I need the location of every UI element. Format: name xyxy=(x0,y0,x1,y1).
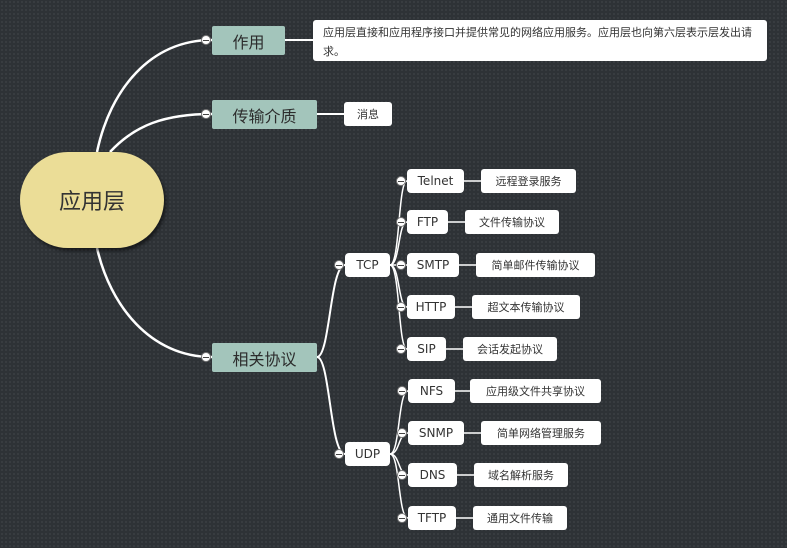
collapse-toggle-icon[interactable] xyxy=(201,35,211,45)
protocol-telnet-desc[interactable]: 远程登录服务 xyxy=(481,169,576,193)
collapse-toggle-icon[interactable] xyxy=(334,260,344,270)
edge-root-protocols xyxy=(95,247,213,359)
protocol-tftp[interactable]: TFTP xyxy=(408,506,456,530)
protocol-dns-desc[interactable]: 域名解析服务 xyxy=(474,463,568,487)
branch-protocols[interactable]: 相关协议 xyxy=(212,343,317,372)
collapse-toggle-icon[interactable] xyxy=(201,109,211,119)
role-description[interactable]: 应用层直接和应用程序接口并提供常见的网络应用服务。应用层也向第六层表示层发出请求… xyxy=(313,20,767,61)
collapse-toggle-icon[interactable] xyxy=(397,470,407,480)
medium-value[interactable]: 消息 xyxy=(344,102,392,126)
collapse-toggle-icon[interactable] xyxy=(201,352,211,362)
edge-root-role xyxy=(95,38,213,153)
udp-node[interactable]: UDP xyxy=(345,442,390,466)
protocol-sip[interactable]: SIP xyxy=(407,337,446,361)
collapse-toggle-icon[interactable] xyxy=(396,344,406,354)
branch-medium[interactable]: 传输介质 xyxy=(212,100,317,129)
protocol-dns[interactable]: DNS xyxy=(408,463,457,487)
protocol-nfs[interactable]: NFS xyxy=(408,379,455,403)
collapse-toggle-icon[interactable] xyxy=(396,260,406,270)
collapse-toggle-icon[interactable] xyxy=(334,449,344,459)
root-node[interactable]: 应用层 xyxy=(20,152,164,248)
collapse-toggle-icon[interactable] xyxy=(397,513,407,523)
protocol-sip-desc[interactable]: 会话发起协议 xyxy=(463,337,557,361)
tcp-node[interactable]: TCP xyxy=(345,253,390,277)
protocol-http[interactable]: HTTP xyxy=(407,295,455,319)
collapse-toggle-icon[interactable] xyxy=(396,217,406,227)
protocol-smtp-desc[interactable]: 简单邮件传输协议 xyxy=(476,253,595,277)
edge-root-medium xyxy=(109,112,213,153)
protocol-nfs-desc[interactable]: 应用级文件共享协议 xyxy=(470,379,601,403)
protocol-smtp[interactable]: SMTP xyxy=(407,253,459,277)
edge-protocols-tcp xyxy=(316,264,346,358)
protocol-http-desc[interactable]: 超文本传输协议 xyxy=(472,295,580,319)
collapse-toggle-icon[interactable] xyxy=(397,386,407,396)
collapse-toggle-icon[interactable] xyxy=(397,428,407,438)
protocol-snmp[interactable]: SNMP xyxy=(408,421,464,445)
protocol-ftp[interactable]: FTP xyxy=(407,210,448,234)
protocol-snmp-desc[interactable]: 简单网络管理服务 xyxy=(481,421,601,445)
collapse-toggle-icon[interactable] xyxy=(396,176,406,186)
protocol-telnet[interactable]: Telnet xyxy=(407,169,464,193)
branch-role[interactable]: 作用 xyxy=(212,26,285,55)
edge-protocols-udp xyxy=(316,356,346,455)
protocol-tftp-desc[interactable]: 通用文件传输 xyxy=(473,506,567,530)
protocol-ftp-desc[interactable]: 文件传输协议 xyxy=(465,210,559,234)
collapse-toggle-icon[interactable] xyxy=(396,302,406,312)
